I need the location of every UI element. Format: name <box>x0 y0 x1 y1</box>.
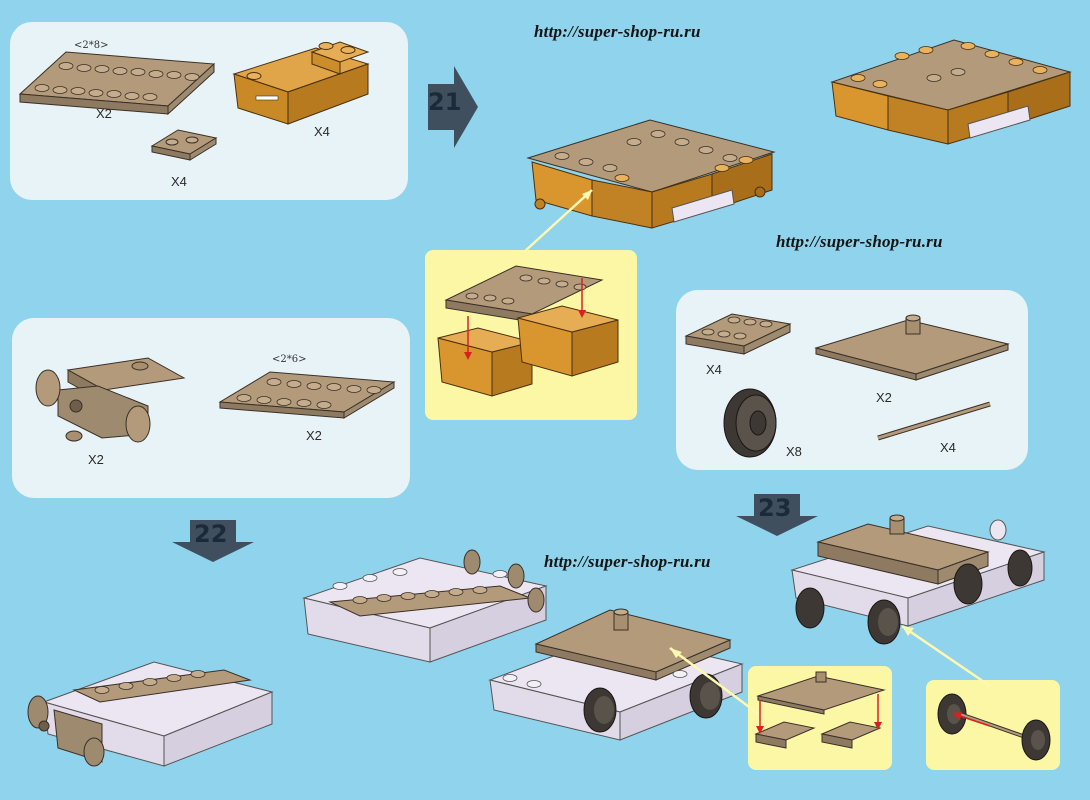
plate-2x6-quantity-label: X2 <box>306 428 322 443</box>
url-watermark-bottom: http://super-shop-ru.ru <box>544 552 711 571</box>
plate-2x8-illustration <box>18 51 216 116</box>
wedge-quantity-label: X4 <box>314 124 330 139</box>
step-23-plates-pointer <box>669 646 765 720</box>
url-watermark-top: http://super-shop-ru.ru <box>534 22 701 41</box>
step-23-number: 23 <box>758 494 792 522</box>
base-plate-illustration <box>814 314 1010 381</box>
step-23-result <box>790 514 1046 645</box>
step-21-assembly <box>526 119 776 229</box>
step-23-plates-detail <box>754 671 886 749</box>
step-22-number: 22 <box>194 520 228 548</box>
plate-2x6-illustration <box>218 371 396 419</box>
base-plate-quantity-label: X2 <box>876 390 892 405</box>
axle-illustration <box>877 401 991 441</box>
step-22-assembly <box>302 549 548 663</box>
axle-quantity-label: X4 <box>940 440 956 455</box>
tile-quantity-label: X4 <box>171 174 187 189</box>
step-23-wheel-pointer <box>901 624 991 688</box>
step-23-wheel-detail <box>937 693 1051 761</box>
step-23-arrow <box>736 494 818 536</box>
step-21-result <box>830 39 1072 145</box>
wheel-quantity-label: X8 <box>786 444 802 459</box>
step-21-detail-illustration <box>437 265 619 397</box>
bogie-quantity-label: X2 <box>88 452 104 467</box>
step-21-arrow <box>428 66 478 148</box>
plate-quantity-label: X2 <box>96 106 112 121</box>
bogie-frame-illustration <box>35 357 186 443</box>
step-21-number: 21 <box>428 88 462 116</box>
wheel-illustration <box>723 388 777 458</box>
plate-2x4-illustration <box>684 313 792 355</box>
plate-2x4-quantity-label: X4 <box>706 362 722 377</box>
plate-size-label: <2*8> <box>74 40 109 51</box>
step-21-callout-pointer <box>523 189 593 253</box>
tile-1x2-illustration <box>150 129 218 161</box>
url-watermark-right: http://super-shop-ru.ru <box>776 232 943 251</box>
plate-2x6-size-label: <2*6> <box>272 354 307 365</box>
wedge-brick-illustration <box>232 41 370 125</box>
step-22-result <box>27 661 274 767</box>
step-22-arrow <box>172 520 254 562</box>
